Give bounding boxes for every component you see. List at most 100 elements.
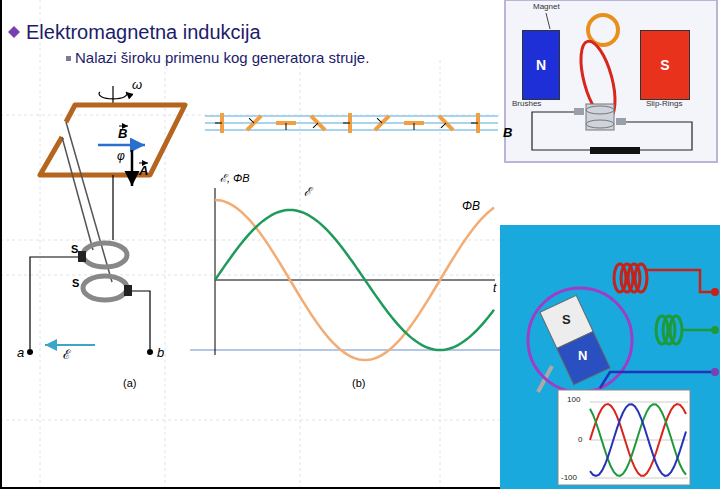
magnet-pole-block: S — [640, 30, 690, 100]
generator-figure-b-part — [215, 188, 216, 355]
three-phase-generator-picture-part — [500, 225, 720, 489]
angle-symbol: φ — [117, 150, 125, 164]
generator-figure-a-part — [40, 105, 185, 175]
emf-symbol: ℰ — [63, 348, 71, 363]
generator-figure-b-part-part-part — [343, 123, 350, 124]
three-phase-generator-picture-part-part — [590, 478, 688, 479]
three-phase-generator-picture-part — [656, 316, 682, 344]
bullets-part — [66, 56, 71, 61]
generator-figure-b-part-part — [370, 111, 389, 130]
generator-figure-a-part — [66, 122, 112, 282]
magnet-pole-block: N — [522, 30, 560, 100]
field-vector-symbol: B — [503, 126, 512, 141]
figure-tag: (a) — [123, 377, 136, 390]
three-phase-generator-picture-part-part — [590, 440, 688, 441]
three-phase-generator-picture-part — [711, 288, 719, 296]
slide-grid-part — [0, 115, 500, 116]
generator-figure-b-part-part-part — [377, 118, 382, 123]
generator-figure-b-part-part — [276, 123, 296, 130]
generator-figure-b-part — [215, 111, 478, 135]
bullets-part — [8, 26, 20, 38]
generator-figure-b-part-part-part — [247, 116, 261, 130]
slip-ring-generator-picture-part — [586, 120, 614, 128]
slide-grid-part — [440, 60, 441, 489]
three-phase-generator-picture-part-part — [557, 332, 610, 385]
three-phase-generator-picture-part — [647, 270, 714, 292]
generator-figure-a-part — [78, 251, 86, 262]
generator-figure-a-part — [62, 137, 93, 250]
magnet-pole-letter: N — [578, 349, 587, 364]
slide-frame-part — [190, 350, 500, 351]
slide-grid-part — [0, 420, 500, 421]
three-phase-generator-picture-part — [614, 264, 647, 292]
generator-figure-b-part-part-part — [313, 123, 318, 128]
slip-ring-label: S — [71, 243, 78, 256]
generator-figure-a-part — [45, 344, 95, 346]
three-phase-generator-picture-part — [558, 390, 690, 485]
slip-ring-generator-picture-part — [586, 106, 614, 114]
generator-figure-a-part — [98, 144, 145, 147]
slip-ring-generator-picture-part — [574, 108, 584, 115]
three-phase-generator-picture — [500, 225, 720, 489]
generator-figure-a-part — [112, 175, 113, 240]
slip-ring-generator-picture-part — [626, 122, 692, 150]
three-phase-generator-picture-part — [711, 368, 719, 376]
generator-figure-a-part — [131, 150, 134, 186]
generator-figure-a-part — [112, 86, 113, 105]
part-name: Brushes — [512, 99, 541, 108]
bullet-heading: Elektromagnetna indukcija — [26, 21, 261, 44]
generator-figure-b-part — [215, 280, 495, 281]
magnet-pole-letter: S — [562, 313, 571, 328]
three-phase-generator-picture-part — [600, 372, 714, 388]
generator-figure-b — [205, 111, 513, 360]
generator-figure-a-part — [83, 276, 127, 300]
generator-figure-a-part — [27, 349, 33, 355]
three-phase-generator-picture-part — [711, 326, 719, 334]
axis-tick: 100 — [567, 395, 580, 404]
generator-figure-b-part-part — [242, 111, 261, 130]
slip-ring-generator-picture-part — [590, 147, 640, 154]
three-phase-generator-picture-part — [590, 402, 688, 478]
generator-figure-b-part — [215, 200, 494, 360]
figure-tag: (b) — [352, 377, 365, 390]
slide-grid-part — [0, 240, 500, 241]
generator-figure-a-part — [124, 285, 132, 296]
generator-figure-a-part — [147, 349, 153, 355]
generator-figure-b-part-part — [471, 113, 478, 133]
sub-bullet: Nalazi široku primenu kog generatora str… — [75, 49, 369, 66]
slide-grid-part — [300, 60, 301, 489]
slip-ring-generator-picture-part — [616, 118, 626, 125]
generator-figure-b-part-part — [306, 116, 325, 135]
generator-figure-b-part-part-part — [439, 116, 453, 130]
generator-figure-b-part-part-part — [286, 123, 287, 130]
generator-figure-b-part-part-part — [249, 118, 254, 123]
generator-figure-a-part — [132, 291, 150, 349]
three-phase-generator-picture-part — [590, 404, 686, 476]
part-name: Slip-Rings — [646, 99, 682, 108]
generator-figure-a-part — [83, 243, 127, 267]
curve-label: ℰ — [304, 186, 311, 200]
generator-figure-b-part-part-part — [215, 123, 222, 124]
slip-ring-generator-picture-part — [546, 13, 550, 29]
axis-tick: 0 — [578, 435, 582, 444]
slip-ring-generator-picture — [505, 0, 717, 162]
slip-ring-generator-picture-part — [505, 0, 717, 162]
axis-label: ℰ, ΦB — [220, 172, 250, 185]
slide-grid-part — [165, 60, 166, 489]
terminal-label: a — [17, 346, 24, 361]
generator-figure-b-part-part-part — [414, 123, 415, 130]
slide-grid — [0, 0, 500, 489]
generator-figure-b-part-part-part — [471, 123, 478, 124]
generator-figure-b-part-part — [215, 113, 222, 133]
field-vector-symbol: B — [118, 127, 127, 142]
three-phase-generator-picture-part — [540, 295, 610, 384]
generator-figure-b-part-part — [434, 116, 453, 135]
three-phase-generator-picture-part — [590, 404, 686, 476]
generator-figure-a — [27, 86, 185, 355]
three-phase-generator-picture-part-part — [670, 316, 682, 344]
angular-speed-symbol: ω — [132, 78, 142, 93]
three-phase-generator-picture-part-part — [635, 264, 647, 292]
three-phase-generator-picture-part-part — [590, 402, 688, 403]
axis-tick: -100 — [561, 473, 577, 482]
